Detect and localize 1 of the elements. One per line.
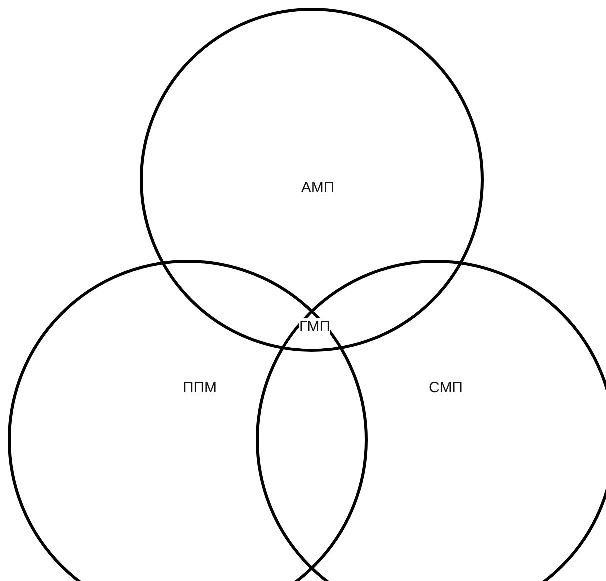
region-label: ГМП <box>299 318 331 336</box>
